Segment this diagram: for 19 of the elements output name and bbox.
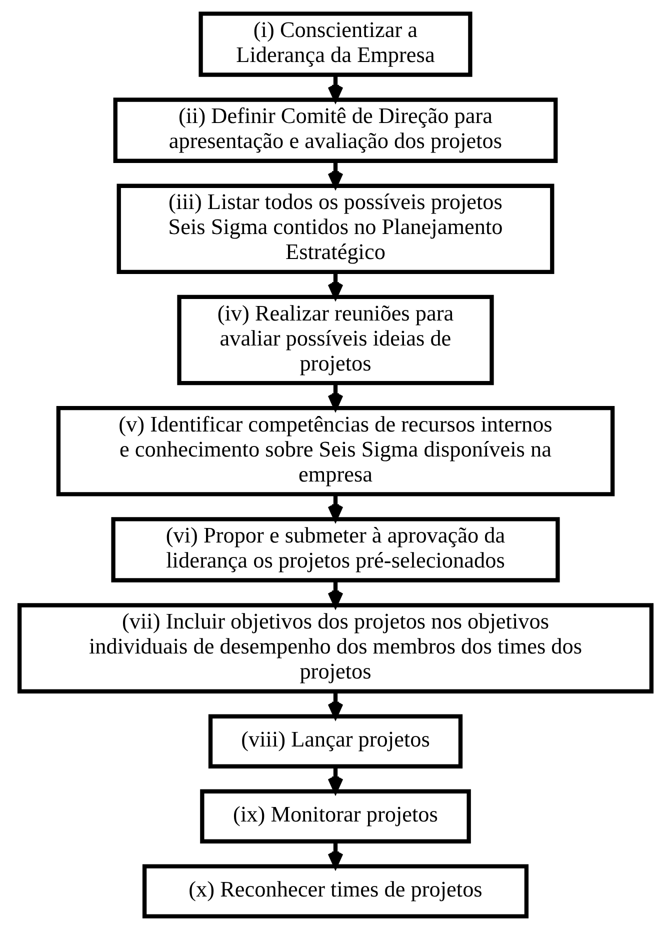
- arrow: [327, 272, 343, 299]
- arrow: [327, 384, 343, 410]
- arrow: [327, 75, 343, 102]
- node-box: (v) Identificar competências de recursos internos e conhecimento sobre Seis Sigma disponíveis na empresa: [56, 406, 614, 496]
- node-box: (ix) Monitorar projetos: [200, 789, 470, 844]
- arrow: [327, 766, 343, 794]
- node-box: (iv) Realizar reuniões para avaliar possíveis ideias de projetos: [176, 294, 494, 386]
- arrow: [327, 841, 343, 868]
- node-box: (i) Conscientizar a Liderança da Empresa: [198, 12, 472, 77]
- arrow: [327, 580, 343, 608]
- node-box: (viii) Lançar projetos: [208, 714, 462, 768]
- node-box: (iii) Listar todos os possíveis projetos Seis Sigma contidos no Planejamento Estratégico: [116, 184, 554, 274]
- arrow: [327, 692, 343, 718]
- arrow: [327, 160, 343, 188]
- node-box: (ii) Definir Comitê de Direção para apresentação e avaliação dos projetos: [112, 98, 558, 163]
- arrow: [327, 494, 343, 521]
- node-box: (vii) Incluir objetivos dos projetos nos objetivos individuais de desempenho dos membros dos times dos projetos: [16, 603, 654, 694]
- node-box: (x) Reconhecer times de projetos: [142, 864, 528, 918]
- node-box: (vi) Propor e submeter à aprovação da liderança os projetos pré-selecionados: [110, 517, 560, 582]
